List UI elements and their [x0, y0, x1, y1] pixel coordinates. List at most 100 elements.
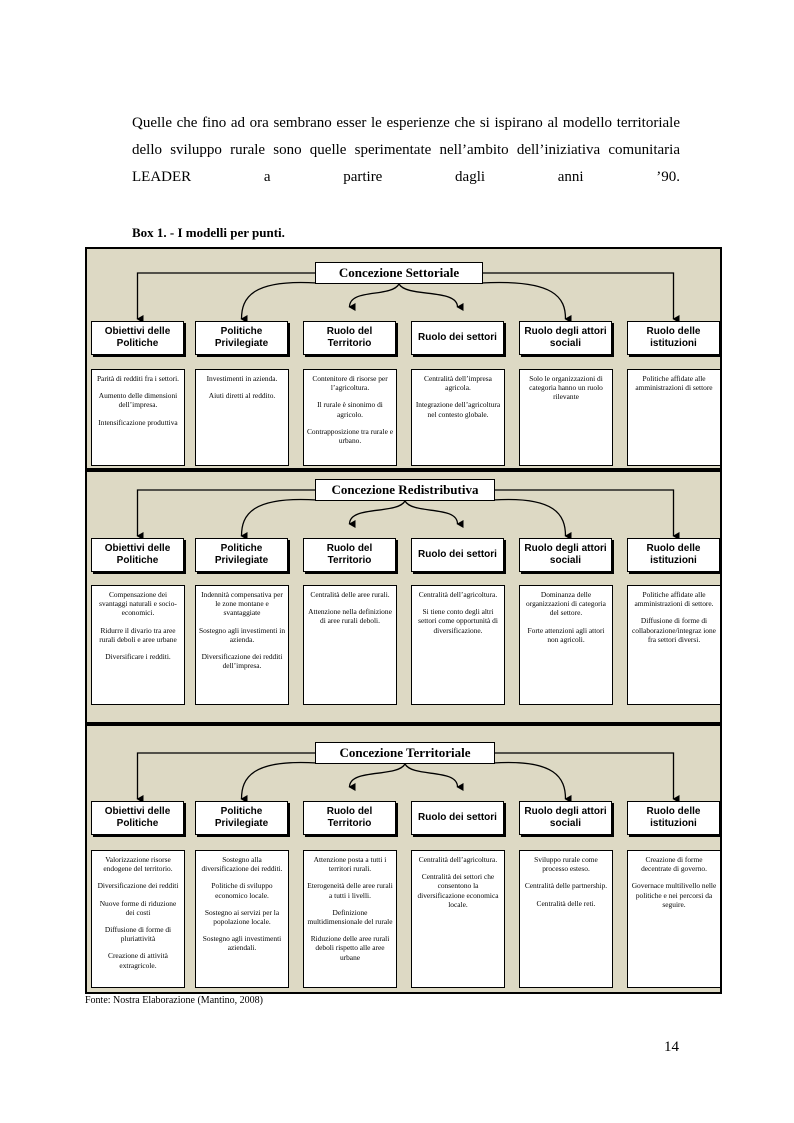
- column-body: Indennità compensativa per le zone monta…: [195, 585, 289, 705]
- column-body-item: Contrapposizione tra rurale e urbano.: [307, 426, 393, 446]
- column-header: Ruolo degli attori sociali: [519, 801, 612, 835]
- column-body-item: Politiche affidate alle amministrazioni …: [635, 374, 713, 393]
- column-body-item: Diversificazione dei redditi: [97, 881, 179, 891]
- concept-title: Concezione Redistributiva: [315, 479, 495, 501]
- column-header: Politiche Privilegiate: [195, 538, 288, 572]
- arrow-col-4: [404, 763, 464, 791]
- column-body: Sviluppo rurale come processo esteso. Cen…: [519, 850, 613, 988]
- arrow-col-3: [348, 763, 406, 792]
- arrow-col-3: [348, 283, 400, 312]
- page-number: 14: [664, 1039, 679, 1055]
- column-body-item: Centralità dei settori che consentono la…: [417, 872, 499, 909]
- column-body-item: Solo le organizzazioni di categoria hann…: [529, 374, 603, 402]
- column-body-item: Riduzione delle aree rurali deboli rispe…: [310, 934, 390, 962]
- column-body-item: Valorizzazione risorse endogene del terr…: [103, 855, 173, 874]
- column-body: Centralità dell’agricoltura. Centralità d…: [411, 850, 505, 988]
- column-body-item: Politiche di sviluppo economico locale.: [211, 881, 273, 900]
- arrow-col-6: [495, 752, 680, 803]
- column-body-item: Sviluppo rurale come processo esteso.: [534, 855, 598, 874]
- column-header: Politiche Privilegiate: [195, 801, 288, 835]
- column-body-item: Attenzione posta a tutti i territori rur…: [313, 855, 387, 874]
- column-header: Ruolo delle istituzioni: [627, 321, 720, 355]
- column-body-item: Forte attenzioni agli attori non agricol…: [527, 625, 605, 644]
- arrow-col-1: [136, 752, 315, 803]
- column-body-item: Centralità dell’agricoltura.: [418, 855, 498, 864]
- column-header: Ruolo dei settori: [411, 538, 504, 572]
- column-body: Centralità delle aree rurali.Attenzione …: [303, 585, 397, 705]
- arrow-col-6: [495, 489, 680, 540]
- connector-arrows: [136, 489, 680, 541]
- column-body: Centralità dell’agricoltura. Si tiene con…: [411, 585, 505, 705]
- arrow-col-6: [483, 272, 680, 323]
- arrow-col-1: [136, 272, 315, 323]
- column-body-item: Compensazione dei svantaggi naturali e s…: [99, 590, 177, 618]
- column-body-item: Sostegno agli investimenti in azienda.: [199, 625, 286, 644]
- column-body: Compensazione dei svantaggi naturali e s…: [91, 585, 185, 705]
- intro-paragraph: Quelle che fino ad ora sembrano esser le…: [132, 110, 680, 218]
- column-body-item: Diffusione di forme di pluriattività: [104, 925, 172, 944]
- column-body: Creazione di forme decentrate di governo…: [627, 850, 721, 988]
- arrow-col-2: [240, 498, 318, 541]
- column-header: Ruolo degli attori sociali: [519, 538, 612, 572]
- column-body-item: Centralità delle partnership.: [524, 881, 608, 891]
- column-body-item: Centralità delle reti.: [536, 898, 596, 908]
- column-body-item: Sostegno alla diversificazione dei reddi…: [201, 855, 283, 874]
- column-body-item: Contenitore di risorse per l’agricoltura…: [312, 374, 388, 393]
- arrow-col-4: [404, 500, 464, 528]
- arrow-col-2: [240, 761, 318, 804]
- column-body: Politiche affidate alle amministrazioni …: [627, 585, 721, 705]
- column-body-item: Centralità delle aree rurali.: [310, 590, 390, 599]
- concept-title: Concezione Settoriale: [315, 262, 483, 284]
- column-body-item: Diversificazione dei redditi dell’impres…: [201, 652, 283, 671]
- column-header: Ruolo degli attori sociali: [519, 321, 612, 355]
- column-header: Ruolo del Territorio: [303, 321, 396, 355]
- column-body-item: Sostegno agli investimenti aziendali.: [202, 934, 282, 953]
- arrow-col-5: [492, 761, 572, 803]
- column-header: Obiettivi delle Politiche: [91, 801, 184, 835]
- arrow-col-1: [136, 489, 315, 540]
- column-body: Investimenti in azienda. Aiuti diretti al…: [195, 369, 289, 466]
- column-body-item: Parità di redditi fra i settori.: [96, 374, 180, 383]
- column-body-item: Aiuti diretti al reddito.: [208, 391, 276, 401]
- column-body-item: Centralità dell’agricoltura.: [418, 590, 498, 599]
- column-body-item: Intensificazione produttiva: [98, 417, 178, 427]
- arrow-col-2: [240, 281, 318, 324]
- column-header: Politiche Privilegiate: [195, 321, 288, 355]
- column-body: Dominanza delle organizzazioni di catego…: [519, 585, 613, 705]
- column-body-item: Governace multilivello nelle politiche e…: [631, 881, 717, 909]
- column-body: Centralità dell’impresa agricola. Integra…: [411, 369, 505, 466]
- column-body-item: Nuove forme di riduzione dei costi: [99, 898, 177, 917]
- column-body: Contenitore di risorse per l’agricoltura…: [303, 369, 397, 466]
- column-body: Sostegno alla diversificazione dei reddi…: [195, 850, 289, 988]
- column-body: Solo le organizzazioni di categoria hann…: [519, 369, 613, 466]
- column-body-item: Investimenti in azienda.: [206, 374, 278, 383]
- column-body-item: Indennità compensativa per le zone monta…: [201, 590, 283, 618]
- column-body-item: Si tiene conto degli altri settori come …: [418, 607, 498, 635]
- concept-title: Concezione Territoriale: [315, 742, 495, 764]
- column-body-item: Centralità dell’impresa agricola.: [424, 374, 492, 393]
- box-title: Box 1. - I modelli per punti.: [132, 225, 285, 240]
- intro-text: Quelle che fino ad ora sembrano esser le…: [132, 115, 680, 185]
- column-header: Obiettivi delle Politiche: [91, 321, 184, 355]
- column-body: Attenzione posta a tutti i territori rur…: [303, 850, 397, 988]
- column-body: Parità di redditi fra i settori.Aumento …: [91, 369, 185, 466]
- column-body-item: Creazione di attività extragricole.: [108, 951, 168, 970]
- column-body-item: Sostegno ai servizi per la popolazione l…: [204, 907, 280, 927]
- column-body: Valorizzazione risorse endogene del terr…: [91, 850, 185, 988]
- connector-arrows: [136, 272, 680, 324]
- column-body-item: Dominanza delle organizzazioni di catego…: [526, 590, 606, 618]
- arrow-col-4: [398, 283, 464, 311]
- column-body-item: Integrazione dell’agricoltura nel contes…: [415, 400, 501, 419]
- column-body-item: Definizione multidimensionale del rurale: [307, 907, 393, 927]
- column-body-item: Diffusione di forme di collaborazione/in…: [632, 616, 716, 644]
- column-body-item: Creazione di forme decentrate di governo…: [641, 855, 707, 874]
- connector-arrows: [136, 752, 680, 804]
- column-header: Ruolo delle istituzioni: [627, 801, 720, 835]
- source-note: Fonte: Nostra Elaborazione (Mantino, 200…: [85, 995, 264, 1006]
- column-body-item: Ridurre il divario tra aree rurali debol…: [99, 625, 177, 644]
- column-body-item: Diversificare i redditi.: [105, 652, 171, 662]
- column-body-item: Politiche affidate alle amministrazioni …: [634, 590, 714, 609]
